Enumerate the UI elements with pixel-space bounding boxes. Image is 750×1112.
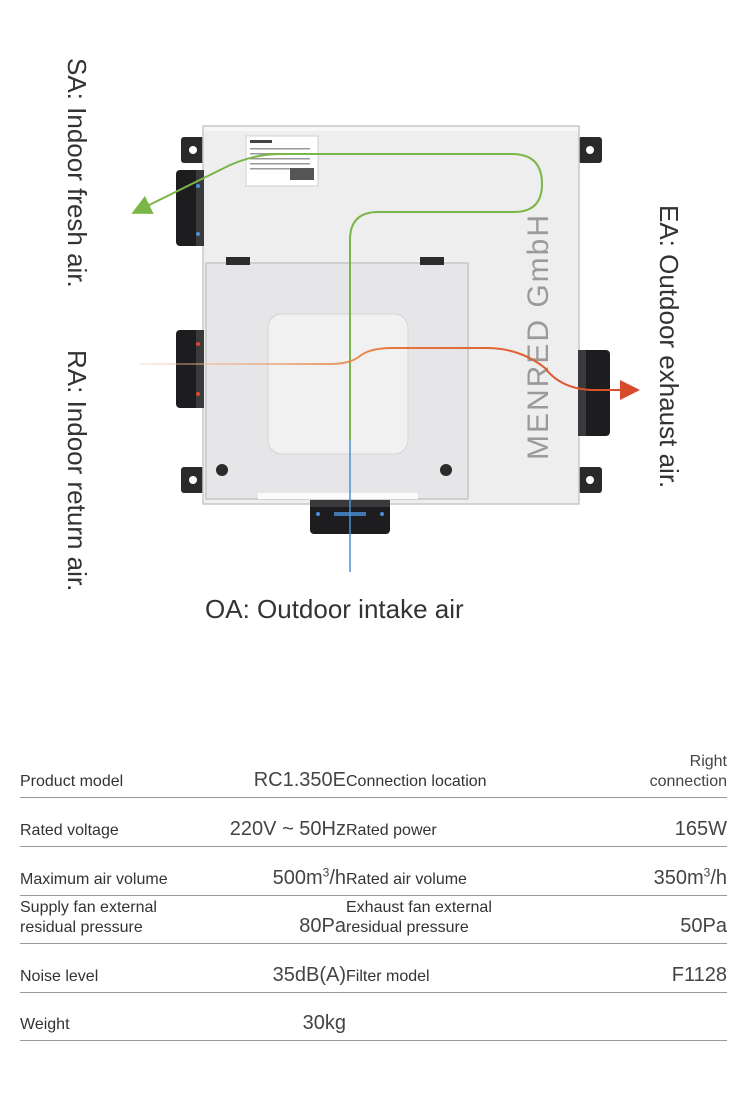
- spec-cell-right: Rated power 165W: [346, 797, 727, 846]
- product-label-sticker: [245, 135, 319, 187]
- spec-label: Rated power: [346, 822, 437, 839]
- spec-cell-left: Supply fan external residual pressure 80P…: [20, 895, 346, 943]
- spec-cell-left: Rated voltage 220V ~ 50Hz: [20, 797, 346, 846]
- spec-value: RC1.350E: [253, 769, 346, 791]
- mounting-bracket-top-left: [181, 137, 205, 163]
- spec-label: Noise level: [20, 968, 99, 985]
- fresh-air-flow-line: [131, 153, 544, 440]
- spec-row: Supply fan external residual pressure 80P…: [20, 895, 727, 944]
- return-air-label: RA: Indoor return air.: [62, 350, 92, 592]
- spec-cell-left: Product model RC1.350E: [20, 745, 346, 797]
- exhaust-fan-right: [578, 350, 610, 436]
- spec-value: 30kg: [302, 1012, 346, 1034]
- ventilation-unit-illustration: MENRED GmbH: [131, 125, 640, 572]
- spec-label: Supply fan external residual pressure: [20, 899, 157, 936]
- spec-value: 220V ~ 50Hz: [229, 818, 346, 840]
- spec-cell-right: Rated air volume 350m3/h: [346, 846, 727, 895]
- spec-cell-right: Exhaust fan external residual pressure 50…: [346, 895, 727, 943]
- exhaust-air-flow-line: [140, 347, 640, 400]
- spec-value: 500m3/h: [272, 865, 346, 889]
- spec-label: Filter model: [346, 968, 430, 985]
- spec-cell-right: Connection location Right connection: [346, 745, 727, 797]
- spec-value: Right connection: [649, 753, 727, 790]
- exhaust-air-label: EA: Outdoor exhaust air.: [654, 205, 684, 489]
- panel-screw-right: [440, 464, 452, 476]
- spec-value: F1128: [671, 964, 727, 986]
- spec-value: 350m3/h: [653, 865, 727, 889]
- brand-text: MENRED GmbH: [522, 213, 555, 460]
- spec-cell-left: Weight 30kg: [20, 992, 346, 1040]
- spec-label: Connection location: [346, 773, 487, 790]
- spec-value: 165W: [674, 818, 727, 840]
- mounting-bracket-top-right: [578, 137, 602, 163]
- product-diagram: MENRED GmbH SA: Indoor fresh air. RA: In…: [62, 58, 684, 624]
- panel-screw-left: [216, 464, 228, 476]
- spec-value: 50Pa: [680, 915, 727, 937]
- center-panel: [267, 313, 409, 455]
- spec-cell-right: Filter model F1128: [346, 943, 727, 992]
- spec-value: 35dB(A): [272, 964, 346, 986]
- supply-air-label: SA: Indoor fresh air.: [62, 58, 92, 288]
- supply-fan-top-left: [176, 170, 204, 246]
- spec-label: Exhaust fan external residual pressure: [346, 899, 492, 936]
- return-fan-left: [176, 330, 204, 408]
- spec-cell-left: Maximum air volume 500m3/h: [20, 846, 346, 895]
- spec-cell-left: Noise level 35dB(A): [20, 943, 346, 992]
- spec-label: Product model: [20, 773, 124, 790]
- spec-cell-right: [346, 992, 727, 1040]
- spec-label: Weight: [20, 1016, 70, 1033]
- outdoor-intake-air-label: OA: Outdoor intake air: [205, 594, 464, 624]
- spec-label: Rated voltage: [20, 822, 119, 839]
- mounting-bracket-bottom-left: [181, 467, 205, 493]
- spec-row: Weight 30kg: [20, 992, 727, 1041]
- spec-label: Maximum air volume: [20, 871, 168, 888]
- spec-row: Noise level 35dB(A)Filter model F1128: [20, 943, 727, 993]
- mounting-bracket-bottom-right: [578, 467, 602, 493]
- spec-label: Rated air volume: [346, 871, 467, 888]
- spec-value: 80Pa: [299, 915, 346, 937]
